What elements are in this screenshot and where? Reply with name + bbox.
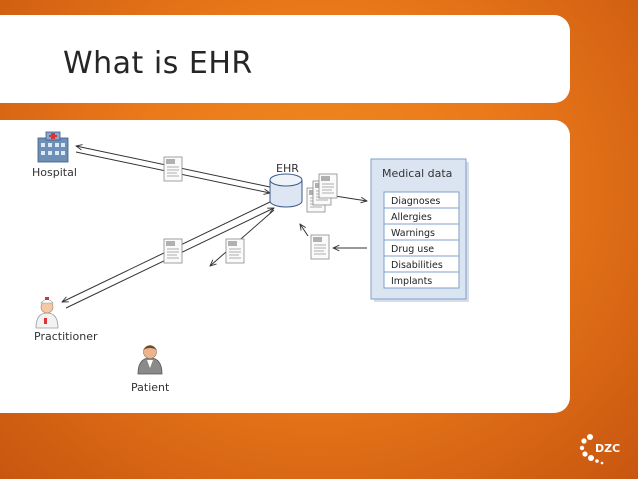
medical-data-item: Implants bbox=[383, 271, 460, 289]
document-icon bbox=[163, 238, 183, 264]
medical-data-item-label: Allergies bbox=[391, 212, 432, 223]
medical-data-item: Drug use bbox=[383, 239, 460, 257]
patient-label: Patient bbox=[131, 381, 170, 394]
dzc-logo: DZC bbox=[579, 434, 620, 465]
dzc-logo-text: DZC bbox=[595, 442, 620, 455]
document-icon bbox=[310, 234, 330, 260]
medical-data-item-label: Diagnoses bbox=[391, 196, 440, 207]
ehr-database-icon bbox=[269, 173, 303, 208]
practitioner-icon bbox=[35, 297, 59, 329]
arrow-medical-data-ehr bbox=[300, 224, 367, 248]
patient-icon bbox=[137, 345, 163, 375]
medical-data-item-label: Warnings bbox=[391, 228, 435, 239]
ehr-label: EHR bbox=[276, 162, 299, 175]
arrow-patient-ehr bbox=[210, 209, 275, 266]
hospital-label: Hospital bbox=[32, 166, 77, 179]
content-panel bbox=[0, 120, 570, 413]
medical-data-item: Warnings bbox=[383, 223, 460, 241]
document-icon bbox=[225, 238, 245, 264]
slide-title: What is EHR bbox=[63, 46, 253, 81]
medical-data-item: Disabilities bbox=[383, 255, 460, 273]
medical-data-item-label: Implants bbox=[391, 276, 432, 287]
hospital-icon bbox=[37, 131, 69, 163]
practitioner-label: Practitioner bbox=[34, 330, 98, 343]
medical-data-item-label: Drug use bbox=[391, 244, 434, 255]
medical-data-title: Medical data bbox=[382, 167, 452, 180]
medical-data-item: Diagnoses bbox=[383, 191, 460, 209]
title-bar bbox=[0, 15, 570, 103]
document-icon bbox=[163, 156, 183, 182]
medical-data-item-label: Disabilities bbox=[391, 260, 443, 271]
medical-data-item: Allergies bbox=[383, 207, 460, 225]
document-stack-icon bbox=[306, 173, 338, 213]
